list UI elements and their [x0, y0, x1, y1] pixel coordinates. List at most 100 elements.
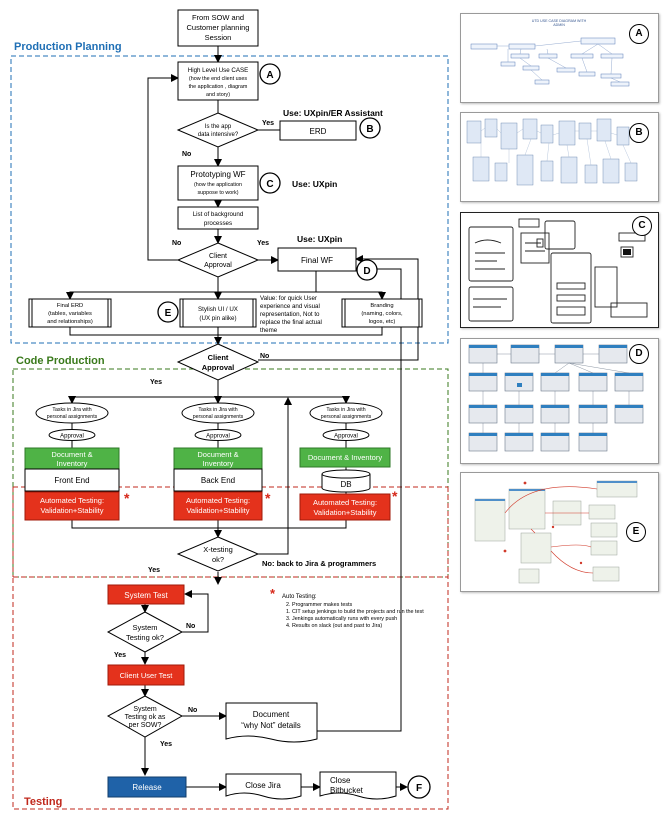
svg-text:(tables, variables: (tables, variables	[48, 311, 92, 317]
svg-text:Value: for quick User: Value: for quick User	[260, 295, 317, 302]
svg-text:3. Jenkings automatically runs: 3. Jenkings automatically runs with ever…	[286, 616, 397, 622]
svg-text:Bitbucket: Bitbucket	[330, 786, 364, 795]
svg-text:Final ERD: Final ERD	[57, 303, 83, 309]
tasks-db: Tasks in Jira with personal assignments	[309, 402, 383, 424]
use-uxpin-label-c: Use: UXpin	[292, 179, 337, 189]
svg-text:D: D	[363, 266, 370, 277]
label-circle-a: A	[259, 63, 281, 85]
svg-text:From SOW and: From SOW and	[192, 13, 244, 22]
yes-label-sow: Yes	[160, 741, 172, 748]
no-label-approval-1: No	[172, 240, 181, 247]
testing-title: Testing	[24, 796, 63, 808]
svg-text:Stylish UI / UX: Stylish UI / UX	[198, 306, 238, 313]
star-backend: *	[265, 490, 271, 506]
production-planning-frame	[10, 55, 449, 344]
approval-frontend: Approval	[48, 429, 96, 441]
svg-text:per SOW?: per SOW?	[129, 722, 162, 729]
thumbnail-c-wireframe	[460, 212, 659, 328]
svg-text:Auto Testing:: Auto Testing:	[282, 594, 317, 600]
client-approval-decision-2: Client Approval	[176, 343, 260, 381]
tasks-backend: Tasks in Jira with personal assignments	[181, 402, 255, 424]
svg-text:and story): and story)	[206, 92, 230, 98]
auto-testing-frontend: Automated Testing: Validation+Stability	[24, 491, 120, 521]
svg-text:Approval: Approval	[60, 434, 84, 440]
svg-text:Close Jira: Close Jira	[245, 781, 281, 790]
front-end-node: Front End	[24, 468, 120, 492]
background-processes-node: List of background processes	[177, 206, 259, 230]
svg-text:Is the app: Is the app	[205, 124, 232, 130]
no-label-system: No	[186, 623, 195, 630]
thumbnail-e-label: E	[626, 522, 646, 542]
svg-text:“why Not” details: “why Not” details	[241, 721, 301, 730]
svg-text:Document: Document	[253, 710, 290, 719]
thumbnail-d-final-screens	[460, 338, 659, 464]
thumbnail-d-label: D	[629, 344, 649, 364]
yes-label-xtesting: Yes	[148, 567, 160, 574]
svg-text:theme: theme	[260, 327, 278, 334]
document-why-node: Document “why Not” details	[225, 702, 318, 743]
code-production-title: Code Production	[16, 355, 105, 367]
label-circle-b: B	[359, 117, 381, 139]
svg-text:Release: Release	[132, 783, 162, 792]
svg-text:Back End: Back End	[201, 476, 235, 485]
svg-text:Testing ok as: Testing ok as	[125, 714, 166, 721]
svg-text:Final WF: Final WF	[301, 256, 333, 265]
thumbnail-b-label: B	[629, 123, 649, 143]
svg-text:E: E	[165, 308, 172, 319]
svg-text:ok?: ok?	[212, 555, 224, 564]
svg-text:Validation+Stability: Validation+Stability	[186, 506, 249, 515]
svg-text:Front End: Front End	[54, 476, 89, 485]
thumbnail-b-erd	[460, 112, 659, 202]
close-bitbucket-node: Close Bitbucket	[319, 771, 397, 800]
final-erd-node: Final ERD (tables, variables and relatio…	[28, 298, 112, 328]
auto-testing-backend: Automated Testing: Validation+Stability	[173, 491, 263, 521]
testing-frame	[12, 576, 449, 810]
tasks-frontend: Tasks in Jira with personal assignments	[35, 402, 109, 424]
auto-testing-db: Automated Testing: Validation+Stability	[299, 493, 391, 521]
connectors	[66, 46, 419, 791]
use-uxpin-label-wf: Use: UXpin	[297, 234, 342, 244]
svg-text:System Test: System Test	[124, 591, 168, 600]
svg-text:DB: DB	[340, 480, 351, 489]
svg-text:1. CIT setup jenkings to build: 1. CIT setup jenkings to build the proje…	[286, 609, 424, 615]
svg-text:A: A	[266, 70, 273, 81]
db-cylinder: DB	[321, 469, 371, 493]
svg-text:UTD USE CASE DIAGRAM WITH: UTD USE CASE DIAGRAM WITH	[532, 19, 587, 23]
x-testing-decision: X-testing ok?	[176, 536, 260, 572]
svg-text:Validation+Stability: Validation+Stability	[40, 506, 103, 515]
svg-text:*: *	[270, 586, 276, 601]
release-node: Release	[107, 776, 187, 798]
yes-label-erd: Yes	[262, 120, 274, 127]
svg-text:(UX pin alike): (UX pin alike)	[199, 315, 236, 322]
use-case-node: High Level Use CASE (how the end client …	[177, 61, 259, 101]
svg-text:Tasks in Jira with: Tasks in Jira with	[326, 407, 365, 413]
data-intensive-decision: Is the app data intensive?	[176, 112, 260, 148]
svg-text:Automated Testing:: Automated Testing:	[313, 498, 377, 507]
star-db: *	[392, 488, 398, 504]
use-uxpin-er-label: Use: UXpin/ER Assistant	[283, 108, 383, 118]
svg-text:System: System	[133, 706, 157, 713]
svg-text:Approval: Approval	[202, 363, 235, 372]
svg-text:Approval: Approval	[334, 434, 358, 440]
svg-text:Document & Inventory: Document & Inventory	[308, 453, 382, 462]
stylish-ui-node: Stylish UI / UX (UX pin alike)	[179, 298, 257, 328]
svg-text:High Level Use CASE: High Level Use CASE	[188, 67, 249, 74]
label-circle-c: C	[259, 172, 281, 194]
svg-text:Prototyping WF: Prototyping WF	[190, 170, 245, 179]
svg-text:the application , diagram: the application , diagram	[189, 84, 248, 90]
client-user-test-node: Client User Test	[107, 664, 185, 686]
label-circle-d: D	[356, 259, 378, 281]
svg-text:Inventory: Inventory	[203, 459, 234, 468]
svg-text:Testing ok?: Testing ok?	[126, 633, 164, 642]
no-label-intensive: No	[182, 151, 191, 158]
star-frontend: *	[124, 490, 130, 506]
svg-text:Customer planning: Customer planning	[187, 23, 250, 32]
svg-text:List of background: List of background	[193, 211, 244, 218]
svg-text:(naming, colors,: (naming, colors,	[361, 311, 403, 317]
svg-text:(how the application: (how the application	[194, 182, 242, 188]
yes-label-approval-2: Yes	[150, 379, 162, 386]
doc-inventory-db: Document & Inventory	[299, 447, 391, 468]
final-wf-node: Final WF	[277, 247, 357, 272]
svg-text:Automated Testing:: Automated Testing:	[186, 496, 250, 505]
